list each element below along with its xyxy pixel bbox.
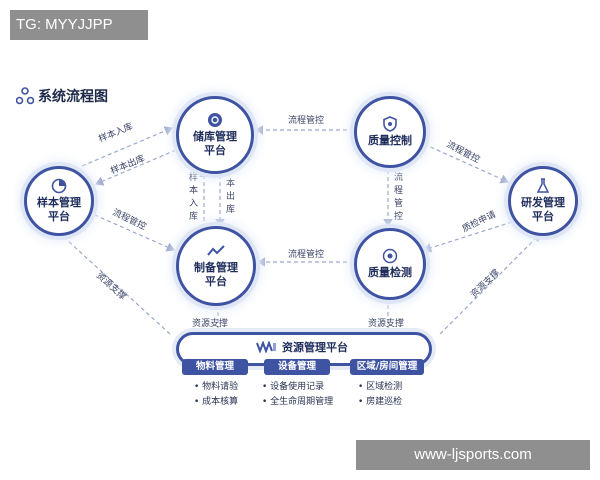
flask-icon [536, 178, 550, 193]
node-prep: 制备管理 平台 [176, 226, 256, 306]
label-test-prep: 流程管控 [288, 248, 324, 260]
svg-text:入: 入 [189, 198, 198, 209]
label-support-right: 资源支撑 [468, 267, 502, 301]
edge-support-left [55, 229, 171, 335]
svg-text:控: 控 [394, 210, 403, 222]
edge-qc-rnd [423, 143, 510, 184]
list-item: 房建巡检 [358, 395, 402, 410]
list-item: 区域检测 [358, 380, 402, 395]
list-item: 成本核算 [194, 395, 238, 410]
title-text: 系统流程图 [38, 89, 108, 105]
node-sample-label: 样本管理 平台 [37, 196, 81, 223]
target-icon [382, 248, 398, 264]
svg-text:库: 库 [226, 203, 235, 215]
watermark-bottom: www-ljsports.com [356, 440, 590, 470]
node-storage: 储库管理 平台 [176, 96, 254, 174]
svg-text:样: 样 [189, 171, 198, 183]
edge-apply-test [422, 221, 513, 253]
edge-sample-in [81, 126, 174, 167]
label-qc-storage: 流程管控 [288, 114, 324, 126]
svg-text:管: 管 [394, 197, 403, 209]
resource-platform-title-text: 资源管理平台 [282, 341, 348, 354]
node-quality-control-label: 质量控制 [368, 134, 412, 147]
wave-icon [256, 341, 276, 353]
pill-equipment: 设备管理 [264, 359, 330, 375]
watermark-top: TG: MYYJJPP [10, 10, 148, 40]
svg-text:本: 本 [226, 177, 235, 189]
node-quality-control: 质量控制 [354, 96, 426, 168]
node-sample: 样本管理 平台 [24, 166, 94, 236]
label-sample-out: 样本出库 [109, 152, 147, 177]
edge-sample-prep [87, 211, 176, 252]
pill-material: 物料管理 [182, 359, 248, 375]
node-rnd-label: 研发管理 平台 [521, 196, 565, 223]
label-sample-in: 样本入库 [97, 120, 135, 145]
shield-icon [383, 116, 397, 132]
list-item: 物料请验 [194, 380, 238, 395]
svg-text:流: 流 [394, 171, 403, 183]
label-support-test: 资源支撑 [368, 317, 404, 329]
material-items: 物料请验 成本核算 [194, 380, 238, 410]
node-quality-test-label: 质量检测 [368, 266, 412, 279]
storage-icon [208, 113, 222, 127]
node-prep-label: 制备管理 平台 [194, 261, 238, 288]
trend-icon [207, 245, 225, 256]
diagram-title: 系统流程图 [16, 86, 108, 106]
equipment-items: 设备使用记录 全生命周期管理 [262, 380, 333, 410]
qc-test-label: 流程 管控 [394, 171, 403, 222]
label-sample-prep: 流程管控 [111, 206, 149, 233]
label-support-prep: 资源支撑 [192, 317, 228, 329]
svg-text:本: 本 [189, 184, 198, 196]
svg-text:程: 程 [394, 185, 403, 196]
edge-sample-out [94, 149, 177, 186]
pill-area: 区域/房间管理 [350, 359, 424, 375]
resource-platform-title: 资源管理平台 [256, 339, 348, 355]
pie-icon [51, 178, 67, 194]
node-quality-test: 质量检测 [354, 228, 426, 300]
area-items: 区域检测 房建巡检 [358, 380, 402, 410]
edge-support-right [439, 233, 541, 335]
vertical-in-label: 样本 入库 [189, 171, 198, 222]
svg-text:库: 库 [189, 210, 198, 222]
label-apply-test: 质检申请 [460, 208, 498, 235]
node-rnd: 研发管理 平台 [508, 166, 578, 236]
list-item: 设备使用记录 [262, 380, 333, 395]
node-storage-label: 储库管理 平台 [193, 130, 237, 157]
list-item: 全生命周期管理 [262, 395, 333, 410]
label-support-left: 资源支撑 [94, 269, 129, 302]
flow-icon [16, 87, 34, 105]
svg-text:出: 出 [226, 190, 235, 202]
